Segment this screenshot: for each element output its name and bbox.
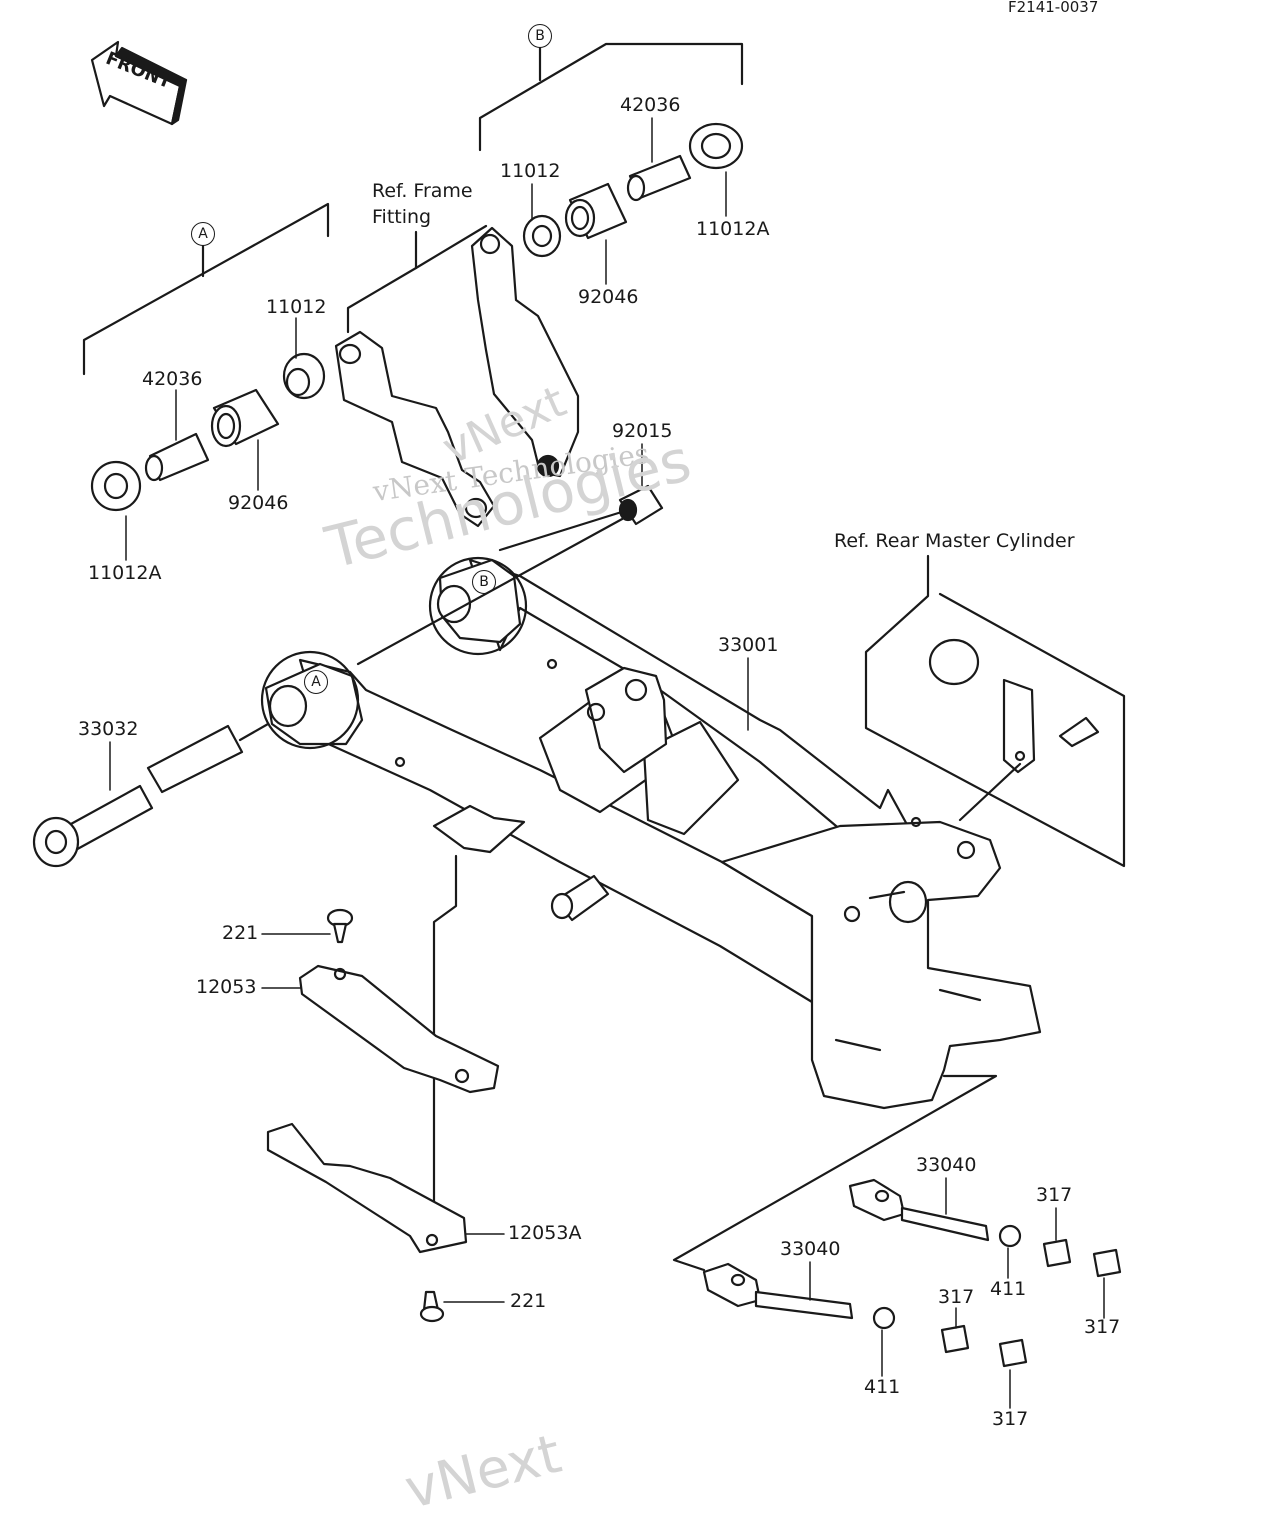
b-bearing [688,122,744,170]
frame-fitting-leader [346,230,418,334]
part-11012-b: 11012 [500,160,561,182]
part-11012a-b: 11012A [696,218,770,240]
ref-rear-master-cylinder-label: Ref. Rear Master Cylinder [834,530,1075,552]
pivot-a-highlight [260,650,360,750]
chain-adjuster-33040-lower [702,1262,1028,1368]
swingarm [264,558,1042,1110]
rear-master-cylinder-callout [864,554,1126,868]
part-317-1: 317 [1036,1184,1073,1206]
chain-adjuster-33040-upper [848,1178,1122,1278]
part-11012-a: 11012 [266,296,327,318]
a-bearing [90,460,142,512]
pivot-bolt-33032 [32,724,244,868]
front-arrow-icon [90,40,188,126]
part-411-upper: 411 [990,1278,1027,1300]
screw-221-bottom [419,1290,445,1323]
part-33040-lower: 33040 [780,1238,841,1260]
b-seal [522,214,562,258]
chain-adjuster-leader [672,1074,998,1272]
chain-guide-12053 [298,964,500,1094]
part-92046-a: 92046 [228,492,289,514]
part-33040-upper: 33040 [916,1154,977,1176]
part-221-top: 221 [222,922,259,944]
part-317-2: 317 [1084,1316,1121,1338]
part-317-3: 317 [938,1286,975,1308]
ref-frame-fitting-label-2: Fitting [372,206,432,228]
pivot-b-marker: B [472,570,496,594]
group-a-bracket [82,202,330,376]
a-bushing [210,388,280,448]
b-collar [626,154,692,202]
frame-fitting-plate-right [470,226,580,478]
figure-code: F2141-0037 [1008,0,1099,16]
a-collar [144,432,210,482]
part-221-bottom: 221 [510,1290,547,1312]
pivot-b-highlight [428,556,528,656]
part-92046-b: 92046 [578,286,639,308]
group-b-bracket [478,42,744,152]
a-seal [282,352,326,400]
group-b-marker: B [528,24,552,48]
chain-guide-12053a [266,1122,468,1254]
nut-92015 [618,484,664,526]
group-a-marker: A [191,222,215,246]
ref-frame-fitting-label: Ref. Frame [372,180,473,202]
b-bushing [564,182,628,240]
frame-fitting-plate-left [334,330,496,528]
pivot-a-marker: A [304,670,328,694]
part-317-4: 317 [992,1408,1029,1430]
part-42036-a: 42036 [142,368,203,390]
part-33032: 33032 [78,718,139,740]
part-33001: 33001 [718,634,779,656]
screw-221-top [326,908,354,944]
part-11012a-a: 11012A [88,562,162,584]
part-12053: 12053 [196,976,257,998]
part-42036-b: 42036 [620,94,681,116]
part-12053a: 12053A [508,1222,582,1244]
part-411-lower: 411 [864,1376,901,1398]
part-92015: 92015 [612,420,673,442]
